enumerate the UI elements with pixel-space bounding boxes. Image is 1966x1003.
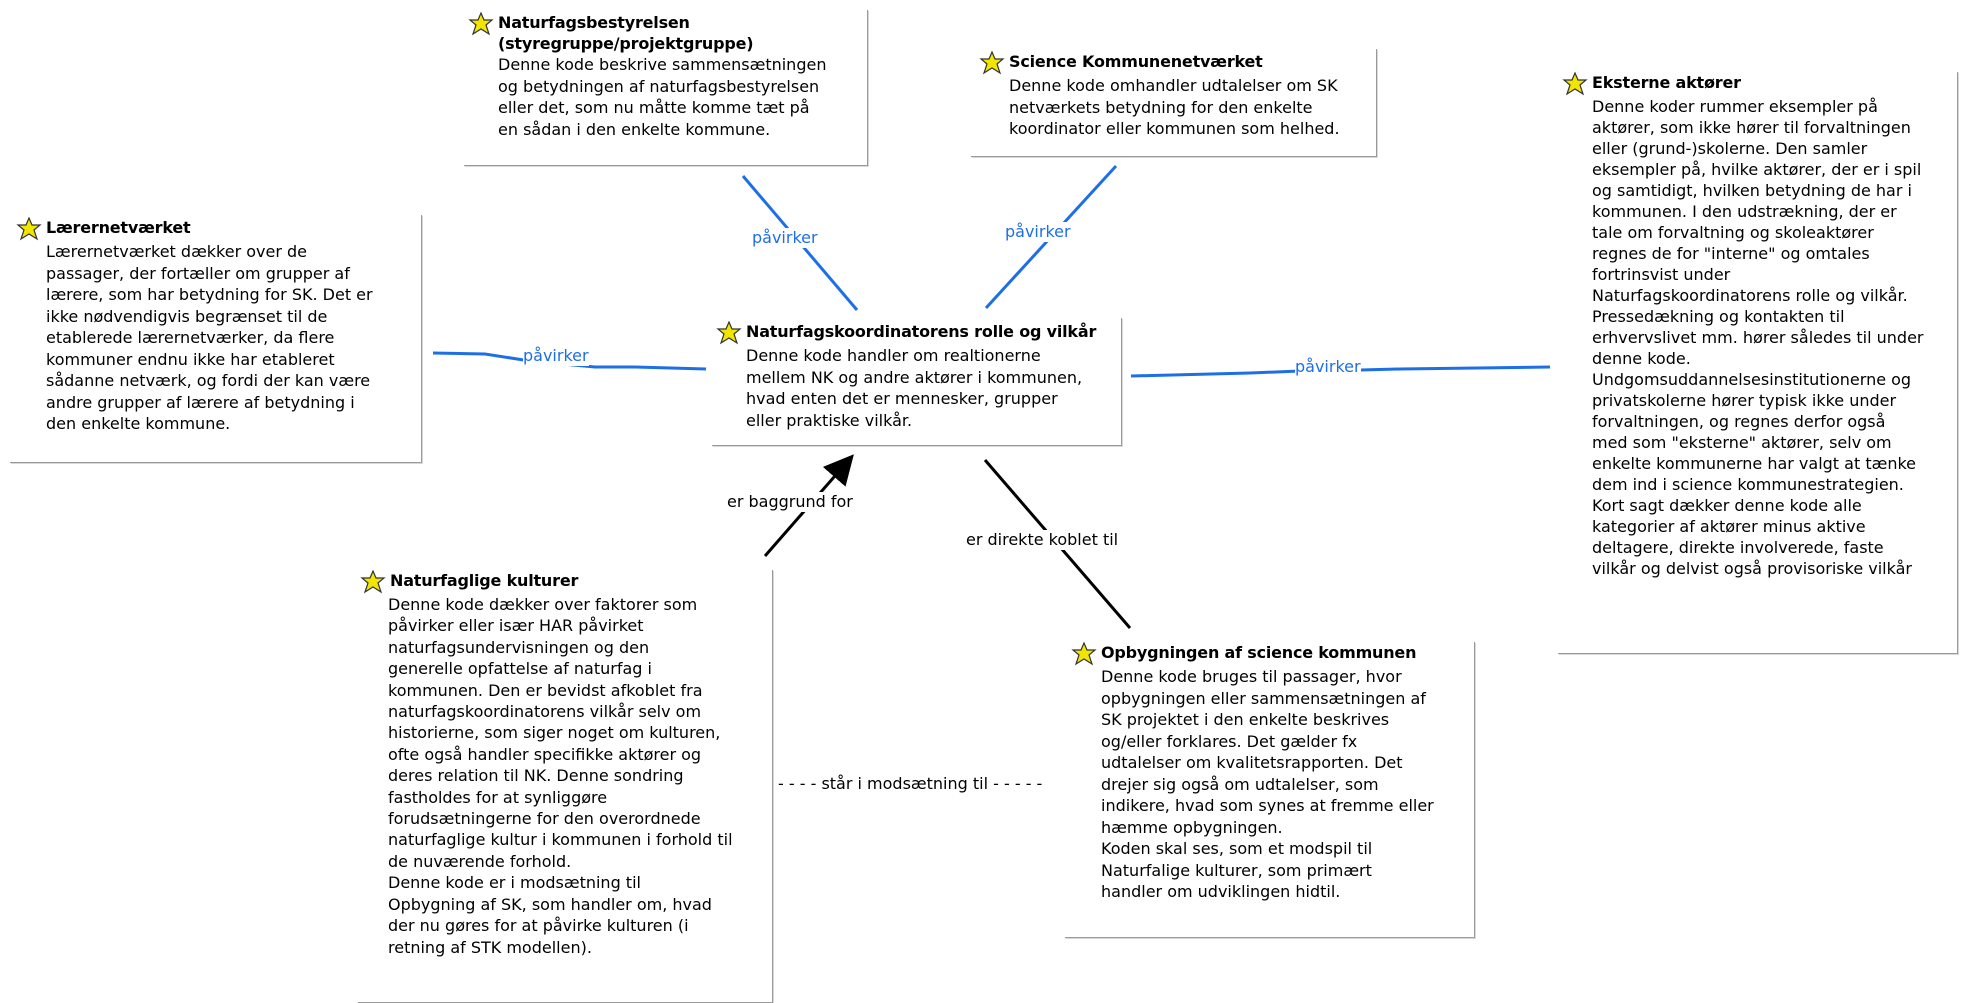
node-title: Eksterne aktører xyxy=(1592,73,1741,92)
code-star-icon xyxy=(468,12,494,36)
node-title: Lærernetværket xyxy=(46,218,191,237)
node-description: Denne kode bruges til passager, hvor opb… xyxy=(1101,667,1434,901)
node-naturfaglige-kulturer[interactable]: Naturfaglige kulturer Denne kode dækker … xyxy=(358,570,773,1003)
relation-label-pavirker: påvirker xyxy=(1295,357,1361,377)
node-description: Lærernetværket dækker over de passager, … xyxy=(46,242,373,433)
code-star-icon xyxy=(1562,72,1588,96)
node-eksterne-aktoerer[interactable]: Eksterne aktører Denne koder rummer ekse… xyxy=(1558,72,1958,654)
relation-label-modsaetning: - - - - står i modsætning til - - - - - xyxy=(778,774,1043,793)
node-title: Naturfaglige kulturer xyxy=(390,571,579,590)
node-description: Denne koder rummer eksempler på aktører,… xyxy=(1592,97,1924,578)
node-title: Opbygningen af science kommunen xyxy=(1101,643,1417,662)
node-description: Denne kode beskrive sammensætningen og b… xyxy=(498,55,827,139)
node-naturfagskoordinatorens-rolle[interactable]: Naturfagskoordinatorens rolle og vilkår … xyxy=(712,318,1122,446)
node-laerernetvaerket[interactable]: Lærernetværket Lærernetværket dækker ove… xyxy=(10,215,422,463)
relation-label-pavirker: påvirker xyxy=(523,346,589,366)
relation-label-koblet: er direkte koblet til xyxy=(966,530,1119,550)
code-star-icon xyxy=(1071,642,1097,666)
relation-label-baggrund: er baggrund for xyxy=(727,492,853,512)
node-opbygningen-af-science-kommunen[interactable]: Opbygningen af science kommunen Denne ko… xyxy=(1065,642,1475,938)
node-title: Naturfagskoordinatorens rolle og vilkår xyxy=(746,322,1097,341)
node-description: Denne kode dækker over faktorer som påvi… xyxy=(388,595,733,957)
code-star-icon xyxy=(16,217,42,241)
node-science-kommunenetvaerket[interactable]: Science Kommunenetværket Denne kode omha… xyxy=(971,49,1377,157)
node-description: Denne kode omhandler udtalelser om SK ne… xyxy=(1009,76,1340,138)
code-star-icon xyxy=(716,321,742,345)
node-title: Naturfagsbestyrelsen (styregruppe/projek… xyxy=(498,13,754,53)
relation-label-pavirker: påvirker xyxy=(752,228,818,248)
node-description: Denne kode handler om realtionerne melle… xyxy=(746,346,1083,430)
node-title: Science Kommunenetværket xyxy=(1009,52,1263,71)
code-star-icon xyxy=(979,51,1005,75)
code-star-icon xyxy=(360,570,386,594)
relation-label-pavirker: påvirker xyxy=(1005,222,1071,242)
node-naturfagsbestyrelsen[interactable]: Naturfagsbestyrelsen (styregruppe/projek… xyxy=(464,10,868,166)
